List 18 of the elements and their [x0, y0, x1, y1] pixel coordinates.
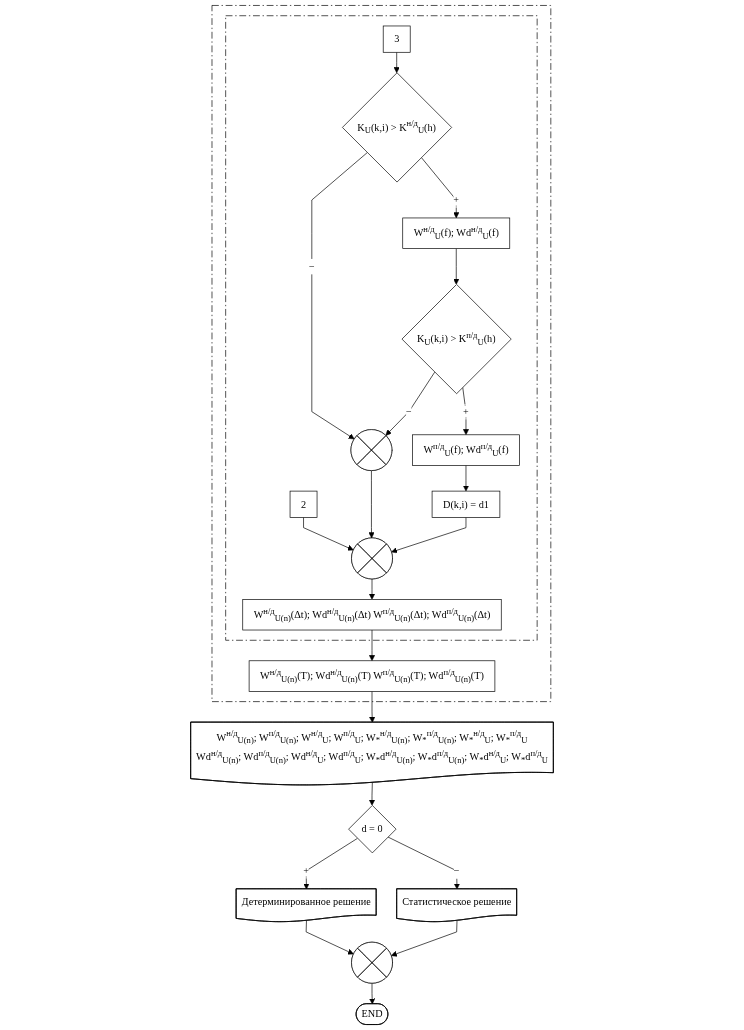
- node-diamond: K$_{U}$(k,i) > K$^{п/д}$$_{U}$(h): [401, 284, 512, 395]
- node-box: W$^{н/д}$$_{U(n)}$(T); Wd$^{н/д}$$_{U(n)}$(T) W$^{п/д}$$_{U(n)}$(T); Wd$^{п/д}$$_{U(n)}$(T): [248, 660, 496, 692]
- edge-label: +: [303, 865, 310, 877]
- edge-label: +: [453, 194, 460, 206]
- node-diamond: d = 0: [348, 805, 397, 854]
- node-box: W$^{п/д}$$_{U}$(f); Wd$^{п/д}$$_{U}$(f): [412, 434, 520, 466]
- cluster: [225, 15, 538, 641]
- edge-label: +: [463, 406, 469, 417]
- edge-label: −: [308, 260, 315, 272]
- node-box: D(k,i) = d1: [431, 490, 501, 518]
- cluster: [211, 5, 552, 702]
- node-box: W$^{н/д}$$_{U(n)}$(Δt); Wd$^{н/д}$$_{U(n)}$(Δt) W$^{п/д}$$_{U(n)}$(Δt); Wd$^{п/д}$$_{U(n)}$(Δt): [242, 599, 502, 631]
- node-box: W$^{н/д}$$_{U}$(f); Wd$^{н/д}$$_{U}$(f): [402, 217, 511, 249]
- node-diamond: K$_{U}$(k,i) > K$^{н/д}$$_{U}$(h): [342, 72, 452, 183]
- node-box: 2: [289, 490, 318, 518]
- edge-label: −: [406, 406, 412, 417]
- node-box: 3: [382, 25, 411, 53]
- edge-label: −: [453, 865, 460, 877]
